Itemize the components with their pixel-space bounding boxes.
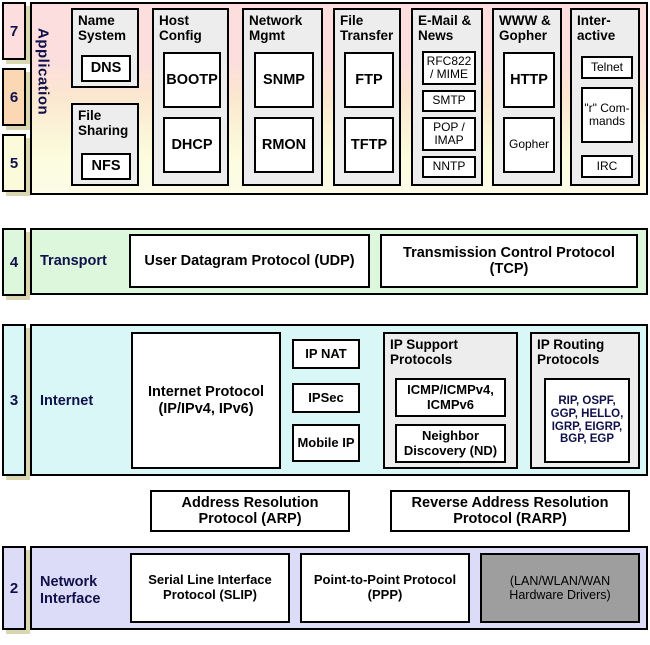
protocol-arp: Address Resolution Protocol (ARP) — [150, 490, 350, 532]
protocol-telnet: Telnet — [581, 56, 633, 79]
protocol-ip: Internet Protocol (IP/IPv4, IPv6) — [131, 332, 281, 469]
category-file-sharing: File Sharing NFS — [71, 103, 139, 186]
protocol-nfs: NFS — [81, 153, 131, 180]
protocol-neighbor-discovery: Neighbor Discovery (ND) — [395, 424, 506, 463]
layer-number-2: 2 — [2, 546, 26, 630]
application-layer-label: Application — [34, 28, 52, 116]
network-interface-layer-label: Network Interface — [40, 574, 101, 607]
protocol-rmon: RMON — [254, 117, 314, 173]
protocol-r-commands: "r" Com-mands — [581, 87, 633, 143]
category-www-gopher-title: WWW & Gopher — [499, 13, 551, 44]
protocol-nntp: NNTP — [422, 156, 476, 178]
layer-number-3-label: 3 — [9, 391, 19, 409]
protocol-pop-imap: POP / IMAP — [422, 117, 476, 151]
protocol-irc: IRC — [581, 155, 633, 178]
category-email-news-title: E-Mail & News — [418, 13, 472, 44]
transport-layer-label: Transport — [40, 253, 107, 269]
category-www-gopher: WWW & Gopher HTTP Gopher — [492, 8, 562, 186]
category-ip-routing-protocols-title: IP Routing Protocols — [537, 337, 605, 368]
layer-number-4: 4 — [2, 228, 26, 296]
layer-number-5: 5 — [2, 134, 26, 192]
category-host-config-title: Host Config — [159, 13, 202, 44]
category-network-mgmt: Network Mgmt SNMP RMON — [242, 8, 323, 186]
category-name-system: Name System DNS — [71, 8, 139, 88]
protocol-slip: Serial Line Interface Protocol (SLIP) — [130, 553, 290, 623]
protocol-icmp: ICMP/ICMPv4, ICMPv6 — [395, 378, 506, 417]
protocol-udp: User Datagram Protocol (UDP) — [129, 234, 370, 288]
protocol-smtp: SMTP — [422, 90, 476, 112]
category-ip-routing-protocols: IP Routing Protocols RIP, OSPF, GGP, HEL… — [530, 332, 640, 469]
protocol-ppp: Point-to-Point Protocol (PPP) — [300, 553, 470, 623]
protocol-dhcp: DHCP — [163, 117, 221, 173]
protocol-dns: DNS — [81, 55, 131, 82]
layer-number-4-label: 4 — [9, 253, 19, 271]
protocol-rfc822-mime: RFC822 / MIME — [422, 51, 476, 85]
category-email-news: E-Mail & News RFC822 / MIME SMTP POP / I… — [411, 8, 483, 186]
layer-number-3: 3 — [2, 324, 26, 476]
layer-number-5-label: 5 — [9, 154, 19, 172]
category-network-mgmt-title: Network Mgmt — [249, 13, 303, 44]
category-file-transfer: File Transfer FTP TFTP — [333, 8, 401, 186]
protocol-routing-list: RIP, OSPF, GGP, HELLO, IGRP, EIGRP, BGP,… — [544, 378, 630, 463]
protocol-bootp: BOOTP — [163, 52, 221, 108]
layer-number-6: 6 — [2, 68, 26, 126]
category-file-transfer-title: File Transfer — [340, 13, 394, 44]
layer-number-6-label: 6 — [9, 88, 19, 106]
category-ip-support-protocols-title: IP Support Protocols — [390, 337, 459, 368]
layer-number-7-label: 7 — [9, 22, 19, 40]
category-interactive: Inter-active Telnet "r" Com-mands IRC — [570, 8, 640, 186]
category-file-sharing-title: File Sharing — [78, 108, 129, 139]
protocol-ftp: FTP — [344, 52, 394, 108]
protocol-ipsec: IPSec — [292, 383, 360, 413]
category-host-config: Host Config BOOTP DHCP — [152, 8, 229, 186]
protocol-ip-nat: IP NAT — [292, 339, 360, 369]
protocol-tftp: TFTP — [344, 117, 394, 173]
protocol-hardware-drivers: (LAN/WLAN/WAN Hardware Drivers) — [480, 553, 640, 623]
protocol-gopher: Gopher — [503, 117, 555, 173]
protocol-rarp: Reverse Address Resolution Protocol (RAR… — [390, 490, 630, 532]
protocol-http: HTTP — [503, 52, 555, 108]
internet-layer-label: Internet — [40, 393, 94, 409]
protocol-mobile-ip: Mobile IP — [292, 424, 360, 462]
layer-number-2-label: 2 — [9, 579, 19, 597]
category-interactive-title: Inter-active — [577, 13, 616, 44]
protocol-snmp: SNMP — [254, 52, 314, 108]
category-name-system-title: Name System — [78, 13, 127, 44]
category-ip-support-protocols: IP Support Protocols ICMP/ICMPv4, ICMPv6… — [383, 332, 518, 469]
layer-number-7: 7 — [2, 2, 26, 60]
protocol-tcp: Transmission Control Protocol (TCP) — [380, 234, 638, 288]
